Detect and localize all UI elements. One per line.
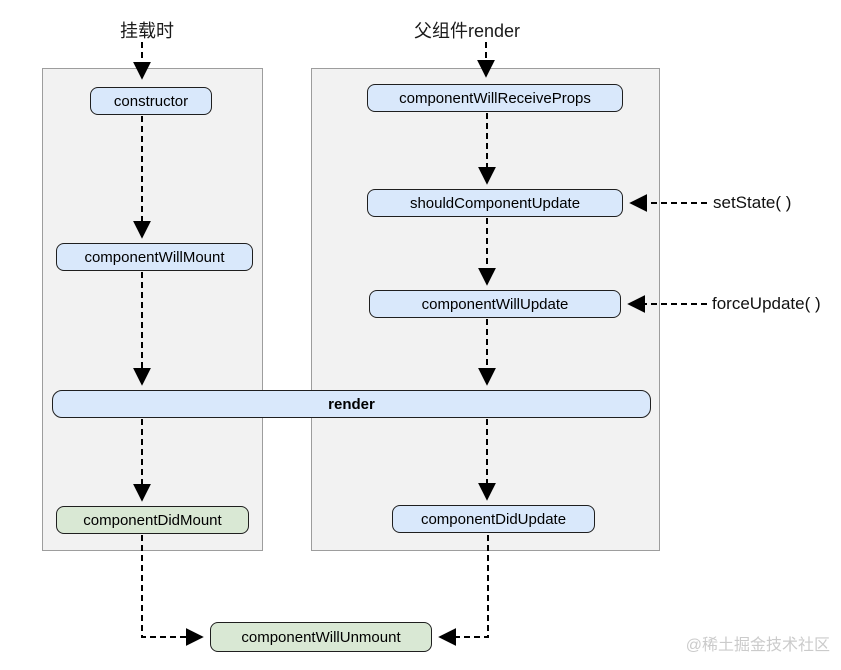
watermark: @稀土掘金技术社区 <box>685 637 830 654</box>
column-mounting <box>42 68 263 551</box>
label-force-update: forceUpdate( ) <box>712 294 821 313</box>
node-constructor: constructor <box>90 87 212 115</box>
node-component-did-mount: componentDidMount <box>56 506 249 534</box>
label-set-state: setState( ) <box>713 193 792 212</box>
node-should-component-update: shouldComponentUpdate <box>367 189 623 217</box>
node-component-will-unmount: componentWillUnmount <box>210 622 432 652</box>
node-component-will-receive-props: componentWillReceiveProps <box>367 84 623 112</box>
node-component-will-update: componentWillUpdate <box>369 290 621 318</box>
heading-parent-render: 父组件render <box>413 21 521 41</box>
node-component-did-update: componentDidUpdate <box>392 505 595 533</box>
node-component-will-mount: componentWillMount <box>56 243 253 271</box>
node-render: render <box>52 390 651 418</box>
heading-mount-phase: 挂载时 <box>120 21 174 41</box>
